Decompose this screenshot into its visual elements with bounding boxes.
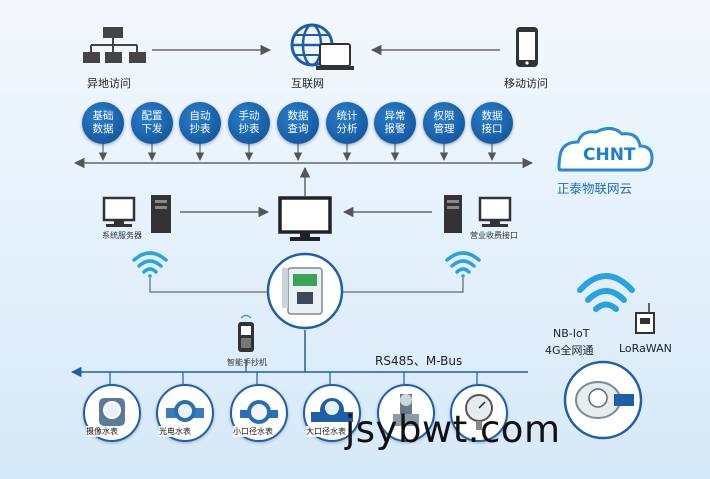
function-label: 统计分析 xyxy=(336,110,358,135)
function-label: 数据接口 xyxy=(481,110,503,135)
meter-icon xyxy=(99,398,125,426)
function-label: 自动抄表 xyxy=(189,110,211,135)
meter-icon xyxy=(465,394,493,430)
handheld-reader-label: 智能手抄机 xyxy=(227,358,267,367)
wifi-icon-right xyxy=(445,251,481,278)
cloud-icon xyxy=(557,127,654,172)
function-label: 权限管理 xyxy=(433,110,455,135)
wifi-icon-large xyxy=(577,273,635,312)
watermark-text: jsybwt.com xyxy=(345,408,561,451)
meter-label: 光电水表 xyxy=(159,426,191,437)
monitor-icon xyxy=(278,196,332,241)
meter-drops xyxy=(109,372,478,384)
meter-icon xyxy=(311,398,353,422)
meter-label: 小口径水表 xyxy=(233,426,273,437)
nbiot-label: NB-IoT xyxy=(553,327,590,340)
smart-meter-icon xyxy=(563,360,643,440)
chnt-logo-text: CHNT xyxy=(583,145,636,165)
meter-icon xyxy=(240,400,278,424)
org-chart-icon xyxy=(83,27,146,63)
remote-access-label: 异地访问 xyxy=(87,77,131,90)
function-item: 手动抄表 xyxy=(228,102,270,144)
function-item: 数据查询 xyxy=(277,102,319,144)
lorawan-device-icon xyxy=(635,303,655,334)
function-drops xyxy=(98,143,497,161)
function-item: 异常报警 xyxy=(374,102,416,144)
function-label: 配置下发 xyxy=(141,110,163,135)
handheld-reader-icon xyxy=(238,314,254,352)
function-item: 统计分析 xyxy=(326,102,368,144)
system-server-label: 系统服务器 xyxy=(102,231,142,240)
function-item: 数据接口 xyxy=(471,102,513,144)
wifi-icon-left xyxy=(132,251,168,278)
function-item: 权限管理 xyxy=(423,102,465,144)
bus-protocol-label: RS485、M-Bus xyxy=(375,354,463,368)
function-label: 基础数据 xyxy=(92,110,114,135)
billing-interface-icon xyxy=(444,195,512,233)
globe-laptop-icon xyxy=(290,23,354,70)
meter-icon xyxy=(166,400,204,422)
billing-interface-label: 营业收费接口 xyxy=(470,231,518,240)
water-meter-3 xyxy=(230,384,288,442)
concentrator-device-icon xyxy=(266,252,344,330)
function-item: 配置下发 xyxy=(131,102,173,144)
mobile-access-label: 移动访问 xyxy=(504,77,548,90)
link-right-wifi xyxy=(340,278,464,293)
mobile-phone-icon xyxy=(516,27,538,67)
water-meter-5 xyxy=(377,384,435,442)
meter-label: 摄像水表 xyxy=(86,426,118,437)
function-label: 数据查询 xyxy=(287,110,309,135)
lorawan-label: LoRaWAN xyxy=(619,342,672,355)
link-left-wifi xyxy=(149,278,270,293)
function-item: 基础数据 xyxy=(82,102,124,144)
function-label: 手动抄表 xyxy=(238,110,260,135)
internet-label: 互联网 xyxy=(291,77,324,90)
meter-icon xyxy=(393,394,419,426)
meter-label: 大口径水表 xyxy=(306,426,346,437)
4g-label: 4G全网通 xyxy=(545,344,594,357)
system-server-icon xyxy=(102,195,171,233)
water-meter-6 xyxy=(450,384,508,442)
function-label: 异常报警 xyxy=(384,110,406,135)
function-item: 自动抄表 xyxy=(179,102,221,144)
cloud-name-label: 正泰物联网云 xyxy=(557,181,633,196)
